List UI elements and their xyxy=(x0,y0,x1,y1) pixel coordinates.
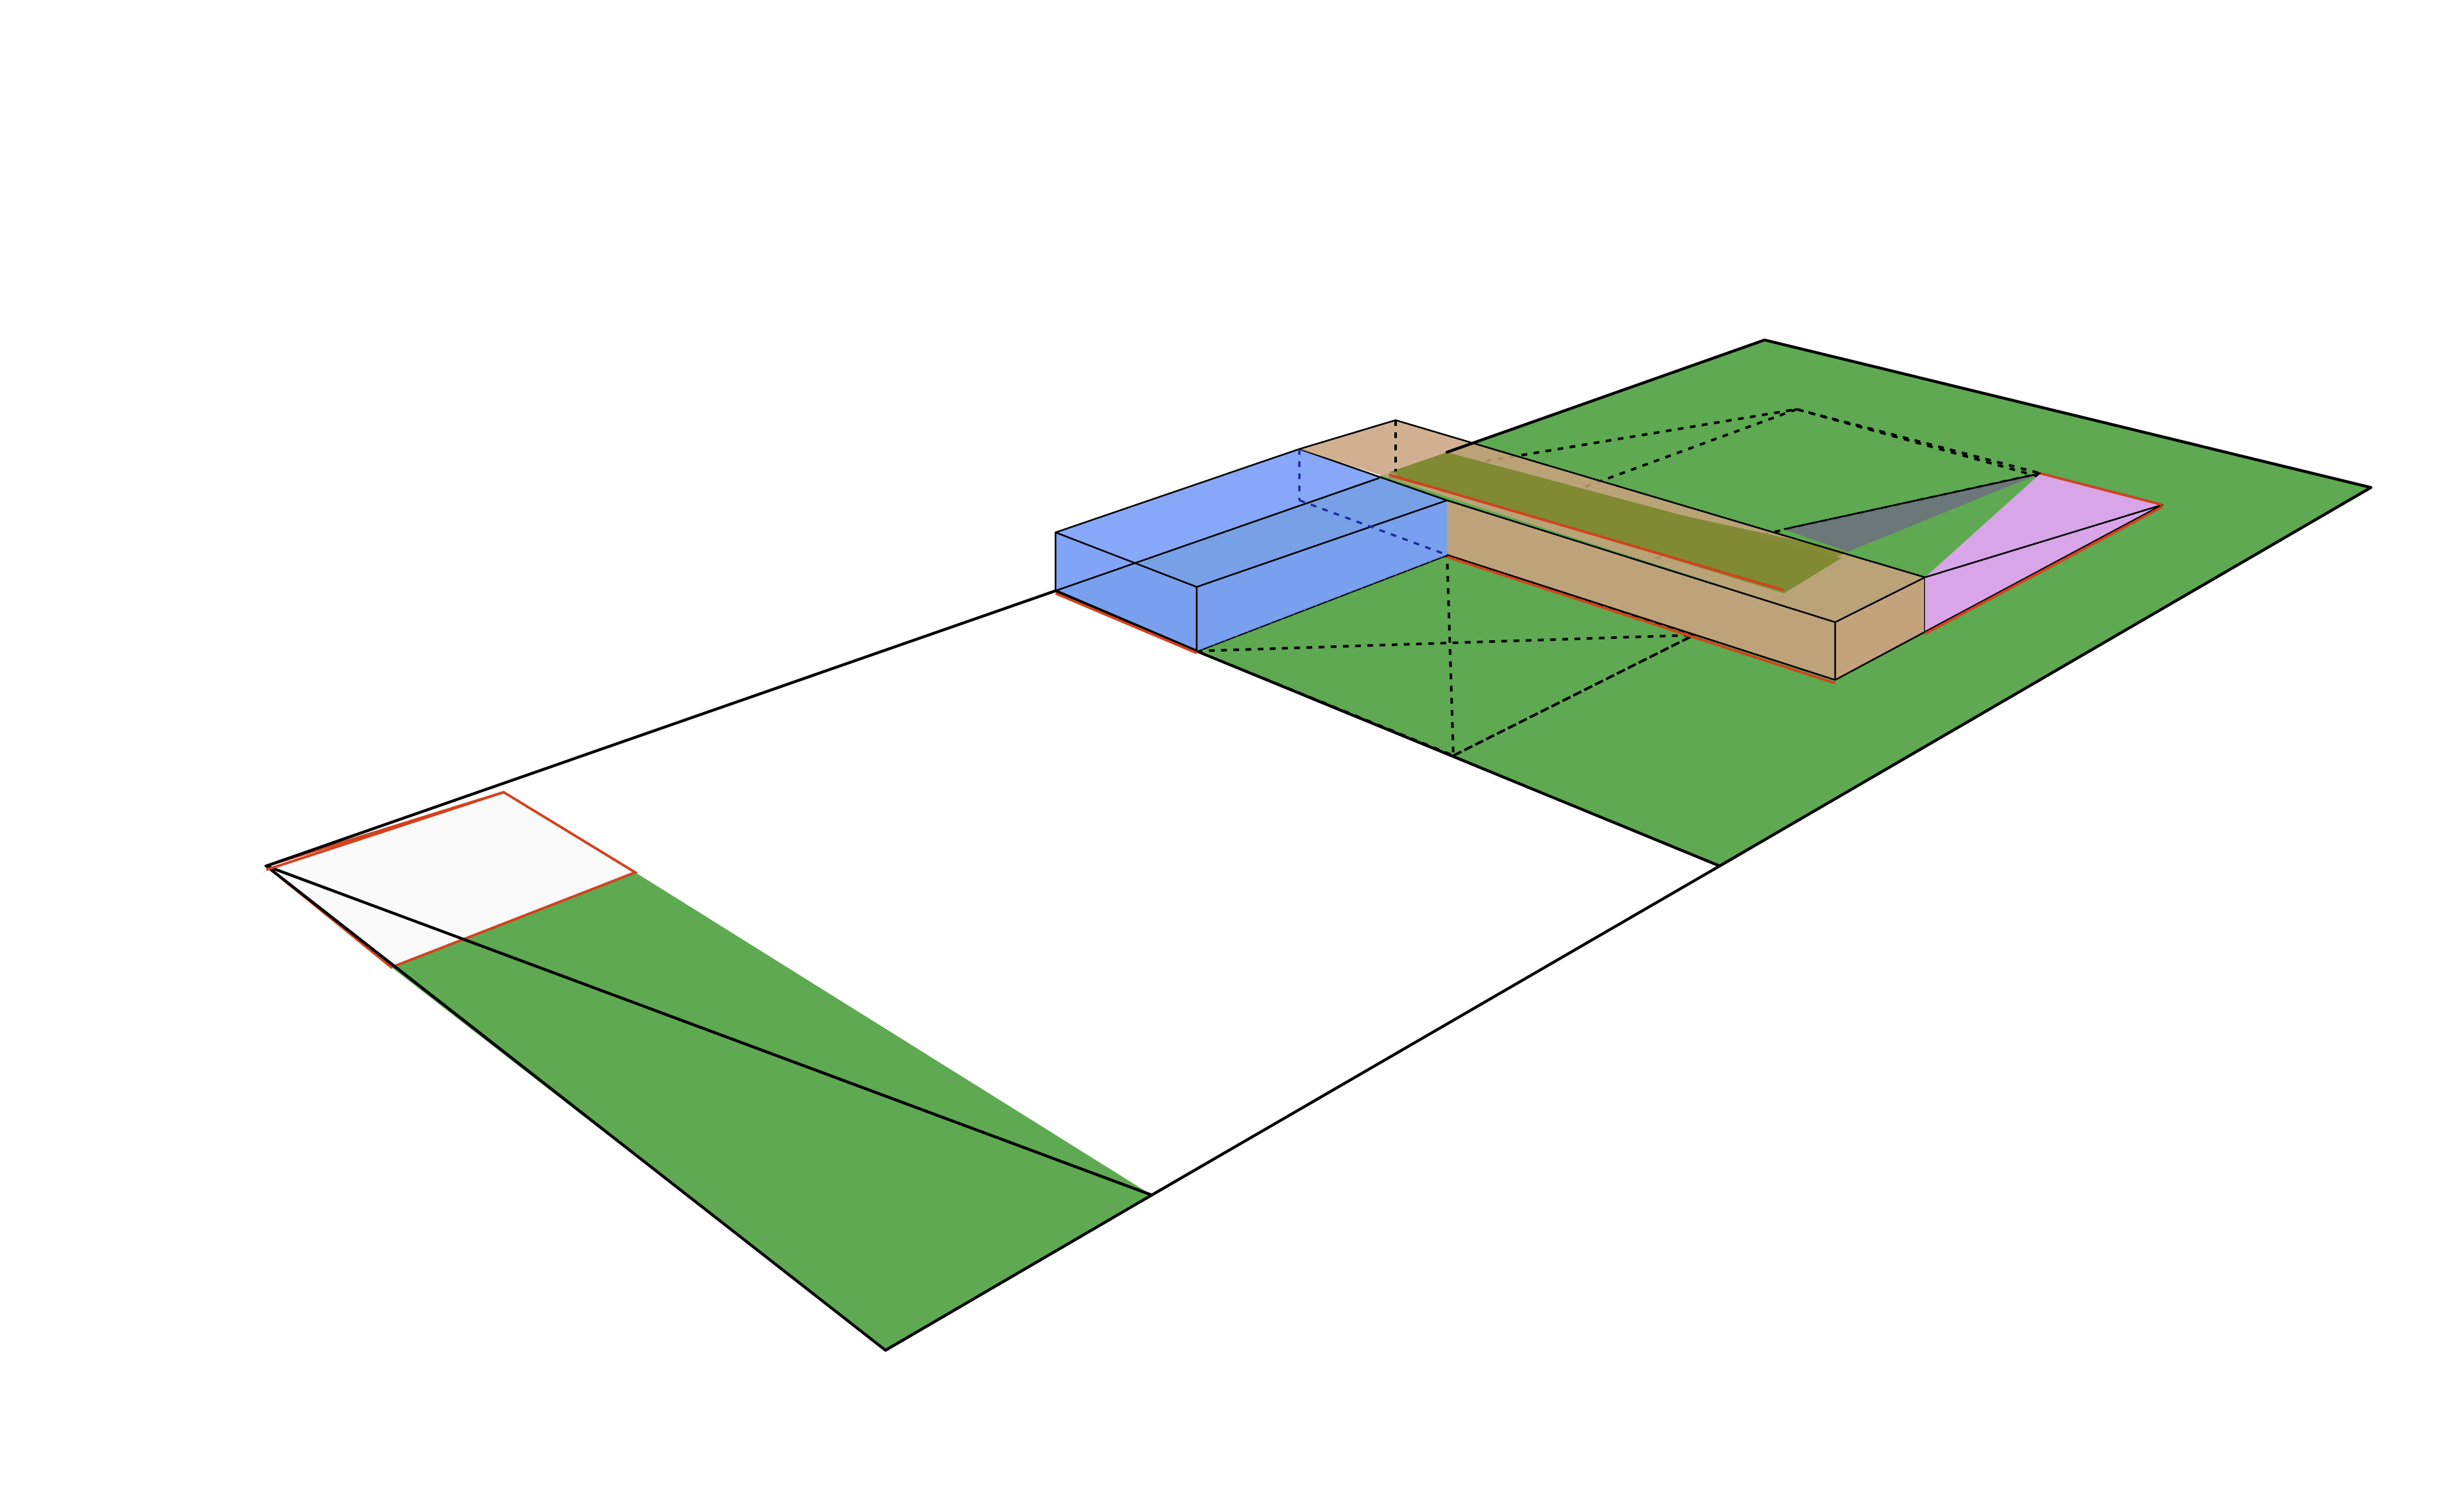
lot-outline xyxy=(264,338,2373,1352)
tan-end-face xyxy=(1835,577,1925,680)
olive-roof-main xyxy=(1389,452,1842,593)
front-grass-strip-full xyxy=(391,872,1152,1350)
blue-front-face xyxy=(1056,532,1197,651)
pink-ramp-volume xyxy=(1783,472,2164,635)
blue-side-face xyxy=(1197,500,1447,651)
dark-ramp-face xyxy=(1784,473,2041,552)
tan-front-face xyxy=(1447,500,1835,680)
pink-ramp-top xyxy=(1925,473,2162,632)
setback-area xyxy=(266,792,635,967)
tan-bar-volume xyxy=(1299,419,1926,684)
blue-volume xyxy=(1054,448,1448,652)
blue-top-face xyxy=(1056,449,1447,587)
